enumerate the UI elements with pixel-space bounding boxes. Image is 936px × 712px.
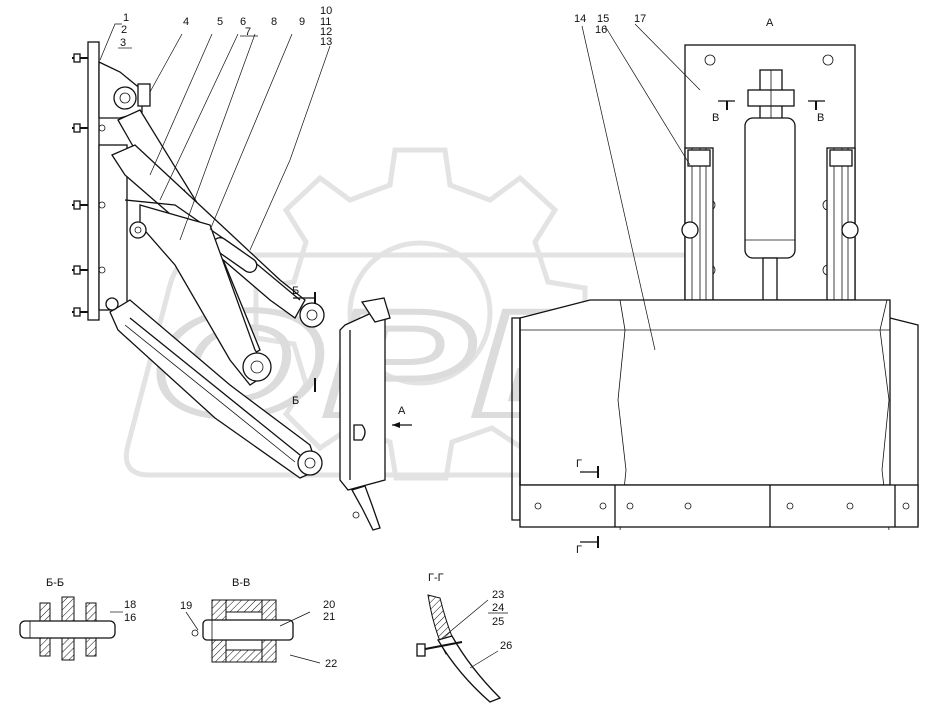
blade-front [511,299,919,531]
svg-text:21: 21 [323,611,335,623]
section-mark-vv: В В [712,100,825,124]
svg-text:16: 16 [124,612,136,624]
svg-text:5: 5 [217,16,223,28]
mounting-plate [87,41,100,321]
mounting-bracket [98,144,128,311]
svg-text:18: 18 [124,599,136,611]
front-callout-leaders [581,23,701,351]
front-callouts: 14 15 16 17 [574,13,646,36]
link-plate [139,204,271,386]
svg-text:Б: Б [292,395,299,407]
svg-text:А: А [398,405,406,417]
pin-bb [19,620,116,639]
pin-vv [202,619,294,641]
svg-text:25: 25 [492,616,504,628]
svg-text:13: 13 [320,36,332,48]
side-callouts: 1 2 3 4 5 6 7 8 9 10 11 12 13 [118,5,332,49]
upper-pivot [113,86,137,110]
svg-text:20: 20 [323,599,335,611]
svg-text:15: 15 [597,13,609,25]
side-rails [681,147,859,301]
svg-text:9: 9 [299,16,305,28]
svg-text:19: 19 [180,600,192,612]
svg-text:1: 1 [123,12,129,24]
svg-text:Г: Г [576,458,582,470]
front-view: А [511,13,919,556]
svg-text:17: 17 [634,13,646,25]
svg-text:23: 23 [492,589,504,601]
section-bb-title: Б-Б [46,577,64,589]
svg-text:В: В [817,112,824,124]
svg-text:Г: Г [576,544,582,556]
side-callout-leaders [99,23,331,251]
view-a-title: А [766,17,774,29]
svg-text:6: 6 [240,16,246,28]
section-vv: В-В 19 20 21 22 [180,577,337,670]
side-view: Б Б А 1 2 3 4 5 6 7 [72,5,412,531]
svg-text:11: 11 [320,16,331,28]
section-vv-title: В-В [232,577,250,589]
svg-text:22: 22 [325,658,337,670]
svg-text:24: 24 [492,602,504,614]
svg-text:26: 26 [500,640,512,652]
svg-text:16: 16 [595,24,607,36]
plate-bolts [72,53,106,317]
front-cylinder [744,117,796,301]
lower-pivot [297,450,323,476]
svg-text:2: 2 [121,24,127,36]
section-mark-gg: Г Г [576,458,599,556]
section-mark-bb-bottom: Б [292,378,316,407]
section-mark-bb-top: Б [292,285,316,304]
svg-text:7: 7 [245,26,251,38]
svg-text:3: 3 [120,37,126,49]
svg-text:Б: Б [292,285,299,297]
cutting-edge [519,484,919,528]
edge-section [437,635,502,703]
svg-text:10: 10 [320,5,332,17]
section-bb: Б-Б 18 16 [19,577,136,661]
view-a-arrow: А [392,405,412,428]
svg-text:4: 4 [183,16,189,28]
edge-bolts [534,502,910,510]
blade-profile [339,297,391,531]
section-gg-title: Г-Г [428,572,444,584]
svg-text:14: 14 [574,13,586,25]
cylinder-clevis [747,69,795,121]
upper-blade-pivot [299,302,325,328]
svg-text:8: 8 [271,16,277,28]
svg-text:12: 12 [320,26,332,38]
section-gg: Г-Г 23 24 25 26 [416,572,512,703]
svg-text:В: В [712,112,719,124]
